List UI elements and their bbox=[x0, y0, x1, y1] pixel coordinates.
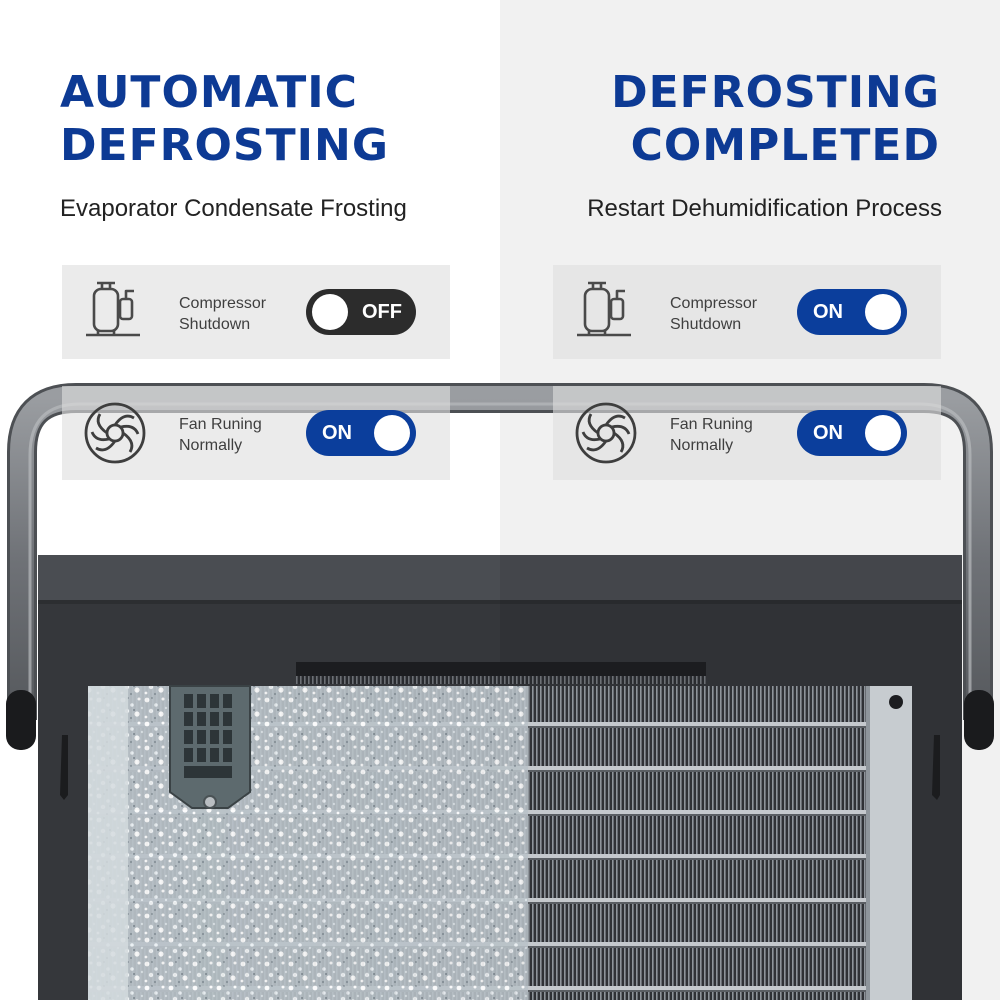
left-title: AUTOMATIC DEFROSTING bbox=[60, 66, 389, 172]
toggle-knob bbox=[865, 294, 901, 330]
right-fan-panel: Fan Runing Normally ON bbox=[553, 386, 941, 480]
right-compressor-label: Compressor Shutdown bbox=[670, 295, 758, 333]
compressor-icon bbox=[577, 281, 631, 337]
right-fan-label: Fan Runing Normally bbox=[670, 416, 753, 454]
toggle-knob bbox=[374, 415, 410, 451]
right-compressor-toggle[interactable]: ON bbox=[797, 289, 907, 335]
toggle-state-label: ON bbox=[813, 301, 843, 323]
left-title-line2: DEFROSTING bbox=[60, 120, 389, 171]
left-fan-toggle[interactable]: ON bbox=[306, 410, 416, 456]
left-compressor-toggle[interactable]: OFF bbox=[306, 289, 416, 335]
left-compressor-panel: Compressor Shutdown OFF bbox=[62, 265, 450, 359]
right-subtitle: Restart Dehumidification Process bbox=[587, 195, 942, 222]
toggle-knob bbox=[312, 294, 348, 330]
right-title: DEFROSTING COMPLETED bbox=[611, 66, 940, 172]
fan-icon bbox=[575, 402, 637, 464]
right-compressor-panel: Compressor Shutdown ON bbox=[553, 265, 941, 359]
left-fan-panel: Fan Runing Normally ON bbox=[62, 386, 450, 480]
right-fan-toggle[interactable]: ON bbox=[797, 410, 907, 456]
toggle-state-label: ON bbox=[322, 422, 352, 444]
left-subtitle: Evaporator Condensate Frosting bbox=[60, 195, 407, 222]
toggle-state-label: ON bbox=[813, 422, 843, 444]
fan-icon bbox=[84, 402, 146, 464]
right-title-line2: COMPLETED bbox=[630, 120, 940, 171]
compressor-icon bbox=[86, 281, 140, 337]
left-compressor-label: Compressor Shutdown bbox=[179, 295, 267, 333]
toggle-state-label: OFF bbox=[362, 301, 402, 323]
toggle-knob bbox=[865, 415, 901, 451]
left-title-line1: AUTOMATIC bbox=[60, 67, 358, 118]
left-fan-label: Fan Runing Normally bbox=[179, 416, 262, 454]
right-title-line1: DEFROSTING bbox=[611, 67, 940, 118]
